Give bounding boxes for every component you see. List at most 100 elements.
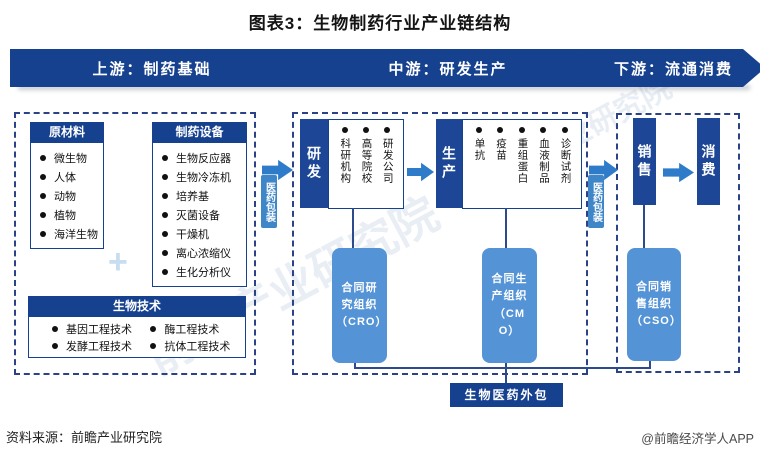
list-item-label: 科研机构 (339, 138, 352, 184)
list-item-label: 血液制品 (538, 138, 550, 184)
list-item-label: 基因工程技术 (66, 323, 132, 336)
list-item-label: 海洋生物 (54, 228, 98, 241)
packaging-ribbon-label: 医药包装 (590, 181, 602, 222)
list-item-label: 生物冷冻机 (176, 171, 231, 184)
upstream-section-frame (14, 112, 256, 375)
list-item: 培养基 (157, 186, 242, 205)
bullet-icon (150, 325, 157, 332)
bullet-icon (162, 268, 168, 275)
vertical-list-item: 诊断试剂 (559, 127, 572, 184)
list-item: 植物 (35, 205, 99, 224)
list-item-label: 重组蛋白 (516, 138, 529, 184)
list-item: 发酵工程技术 (47, 337, 145, 354)
vertical-list-item: 高等院校 (360, 127, 373, 184)
list-item: 生物反应器 (157, 148, 242, 167)
list-item-label: 生物反应器 (176, 152, 231, 165)
packaging-ribbon-label: 医药包装 (263, 181, 275, 222)
biotech-title: 生物技术 (28, 296, 246, 317)
bullet-icon (162, 249, 168, 256)
header-segment-label: 中游：研发生产 (388, 60, 508, 78)
header-segment-midstream: 中游：研发生产 (280, 49, 616, 87)
list-item-label: 培养基 (176, 190, 209, 203)
cro-label: 合同研究组织（CRO） (336, 281, 388, 329)
connector-line (354, 367, 651, 369)
bullet-icon (162, 211, 168, 218)
list-item-label: 诊断试剂 (559, 138, 572, 184)
list-item: 生化分析仪 (157, 262, 242, 281)
consumption-box: 消费 (697, 118, 720, 205)
bullet-icon (40, 173, 46, 180)
connector-line (505, 367, 507, 383)
vertical-list-item: 疫苗 (495, 127, 507, 161)
list-item-label: 人体 (54, 171, 76, 184)
connector-line (352, 208, 354, 248)
list-item-label: 植物 (54, 209, 76, 222)
equipment-title: 制药设备 (152, 122, 247, 143)
list-item-label: 干燥机 (176, 228, 209, 241)
connector-line (643, 205, 645, 248)
equipment-list: 生物反应器 生物冷冻机 培养基 灭菌设备 干燥机 离心浓缩仪 生化分析仪 (152, 143, 247, 287)
biotech-panel: 生物技术 基因工程技术 酶工程技术 发酵工程技术 抗体工程技术 (28, 296, 246, 358)
header-segment-upstream: 上游：制药基础 (10, 49, 310, 87)
cmo-label: 合同生产组织（CMO） (491, 273, 528, 337)
bullet-icon (540, 127, 547, 133)
biotech-list: 基因工程技术 酶工程技术 发酵工程技术 抗体工程技术 (28, 317, 246, 358)
raw-materials-panel: 原材料 微生物 人体 动物 植物 海洋生物 (30, 122, 104, 249)
production-label: 生产 (441, 145, 457, 182)
list-item: 干燥机 (157, 224, 242, 243)
header-bar-shadow (18, 85, 750, 90)
cro-box: 合同研究组织（CRO） (332, 248, 387, 363)
list-item: 生物冷冻机 (157, 167, 242, 186)
list-item: 离心浓缩仪 (157, 243, 242, 262)
production-content-box: 单抗 疫苗 重组蛋白 血液制品 诊断试剂 (462, 119, 582, 209)
outsourcing-box: 生物医药外包 (450, 383, 563, 407)
rd-label: 研发 (306, 145, 322, 182)
vertical-list-item: 研发公司 (381, 127, 394, 184)
cso-label: 合同销售组织（CSO） (631, 280, 682, 328)
list-item-label: 研发公司 (381, 138, 394, 184)
connector-line (649, 353, 651, 369)
vertical-list-item: 重组蛋白 (516, 127, 529, 184)
packaging-ribbon: 医药包装 (588, 175, 604, 228)
cso-box: 合同销售组织（CSO） (627, 248, 681, 361)
list-item: 微生物 (35, 148, 99, 167)
bullet-icon (40, 211, 46, 218)
raw-materials-title: 原材料 (30, 122, 104, 143)
bullet-icon (40, 192, 46, 199)
consumption-label: 消费 (700, 143, 717, 180)
list-item-label: 微生物 (54, 152, 87, 165)
list-item: 基因工程技术 (47, 320, 145, 337)
connector-line (505, 208, 507, 248)
bullet-icon (475, 127, 482, 133)
sales-label: 销售 (636, 143, 653, 180)
rd-content-box: 科研机构 高等院校 研发公司 (328, 119, 404, 209)
downstream-section-frame (616, 113, 740, 373)
midstream-section-frame (292, 112, 588, 375)
production-label-box: 生产 (436, 119, 462, 208)
figure-title: 图表3：生物制药行业产业链结构 (248, 14, 512, 33)
raw-materials-list: 微生物 人体 动物 植物 海洋生物 (30, 143, 104, 249)
bullet-icon (162, 154, 168, 161)
bullet-icon (52, 342, 58, 349)
cmo-box: 合同生产组织（CMO） (482, 248, 537, 363)
bullet-icon (52, 325, 58, 332)
list-item-label: 动物 (54, 190, 76, 203)
equipment-panel: 制药设备 生物反应器 生物冷冻机 培养基 灭菌设备 干燥机 离心浓缩仪 生化分析… (152, 122, 247, 287)
vertical-list-item: 科研机构 (339, 127, 352, 184)
list-item-label: 离心浓缩仪 (176, 247, 231, 260)
list-item-label: 生化分析仪 (176, 266, 231, 279)
list-item: 灭菌设备 (157, 205, 242, 224)
list-item-label: 灭菌设备 (176, 209, 220, 222)
bullet-icon (561, 127, 568, 133)
vertical-list-item: 血液制品 (538, 127, 550, 184)
sales-box: 销售 (633, 118, 656, 205)
header-segment-downstream: 下游：流通消费 (582, 49, 760, 87)
vertical-list-item: 单抗 (473, 127, 486, 161)
bullet-icon (497, 127, 504, 133)
bullet-icon (518, 127, 525, 133)
list-item: 酶工程技术 (145, 320, 239, 337)
bullet-icon (162, 173, 168, 180)
list-item-label: 单抗 (473, 138, 486, 161)
bullet-icon (40, 154, 46, 161)
